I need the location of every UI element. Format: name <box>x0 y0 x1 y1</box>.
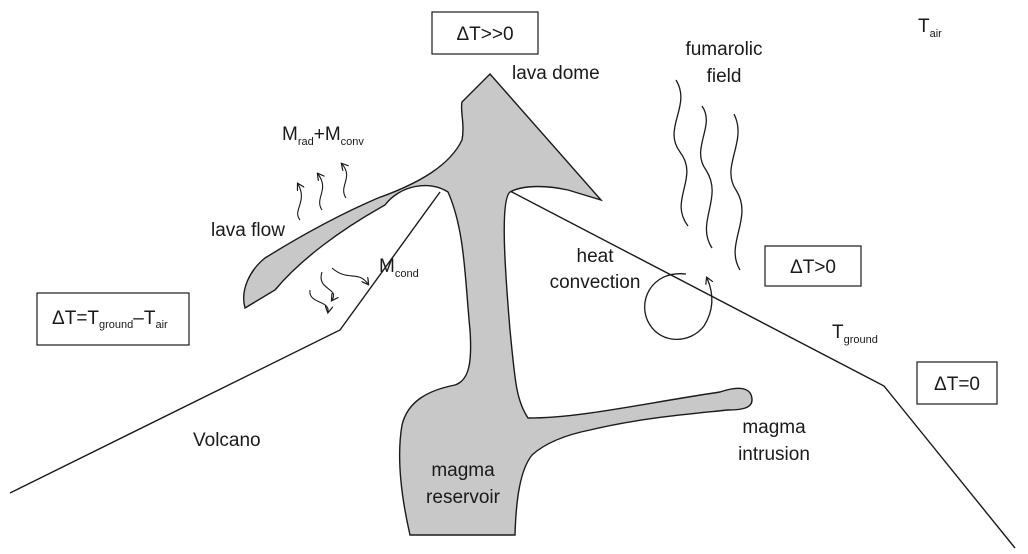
radiation-arrow-3 <box>342 164 347 198</box>
conduction-arrow-3 <box>332 268 368 284</box>
heat-convection-label-line1: heat <box>577 246 615 267</box>
magma-intrusion-label-line2: intrusion <box>738 444 810 465</box>
convection-loop <box>645 274 712 340</box>
lava-dome-label: lava dome <box>512 63 600 84</box>
conduction-arrow-2 <box>310 290 328 312</box>
fumarole-line-1 <box>674 80 688 226</box>
fumarolic-field-label-line1: fumarolic <box>685 39 762 60</box>
t-air-label: Tair <box>918 16 942 40</box>
magma-reservoir-label-line1: magma <box>431 460 495 481</box>
t-ground-label: Tground <box>832 322 878 346</box>
radiation-arrow-2 <box>318 174 323 210</box>
base-delta-label: ΔT=0 <box>934 374 980 395</box>
summit-delta-label: ΔT>>0 <box>456 24 513 45</box>
m-rad-conv-label: Mrad+Mconv <box>282 124 364 148</box>
m-cond-label: Mcond <box>379 256 419 280</box>
fumarole-line-3 <box>731 114 742 270</box>
lava-flow-label: lava flow <box>211 220 285 241</box>
fumarole-line-2 <box>701 106 713 248</box>
magma-reservoir-label-line2: reservoir <box>426 487 501 508</box>
magma-intrusion-label-line1: magma <box>742 417 806 438</box>
heat-convection-label-line2: convection <box>550 272 641 293</box>
slope-delta-label: ΔT>0 <box>790 257 836 278</box>
fumarolic-field-label-line2: field <box>707 66 742 87</box>
radiation-arrow-1 <box>298 184 302 220</box>
volcano-label: Volcano <box>193 430 261 451</box>
conduction-arrow-1 <box>321 272 334 300</box>
